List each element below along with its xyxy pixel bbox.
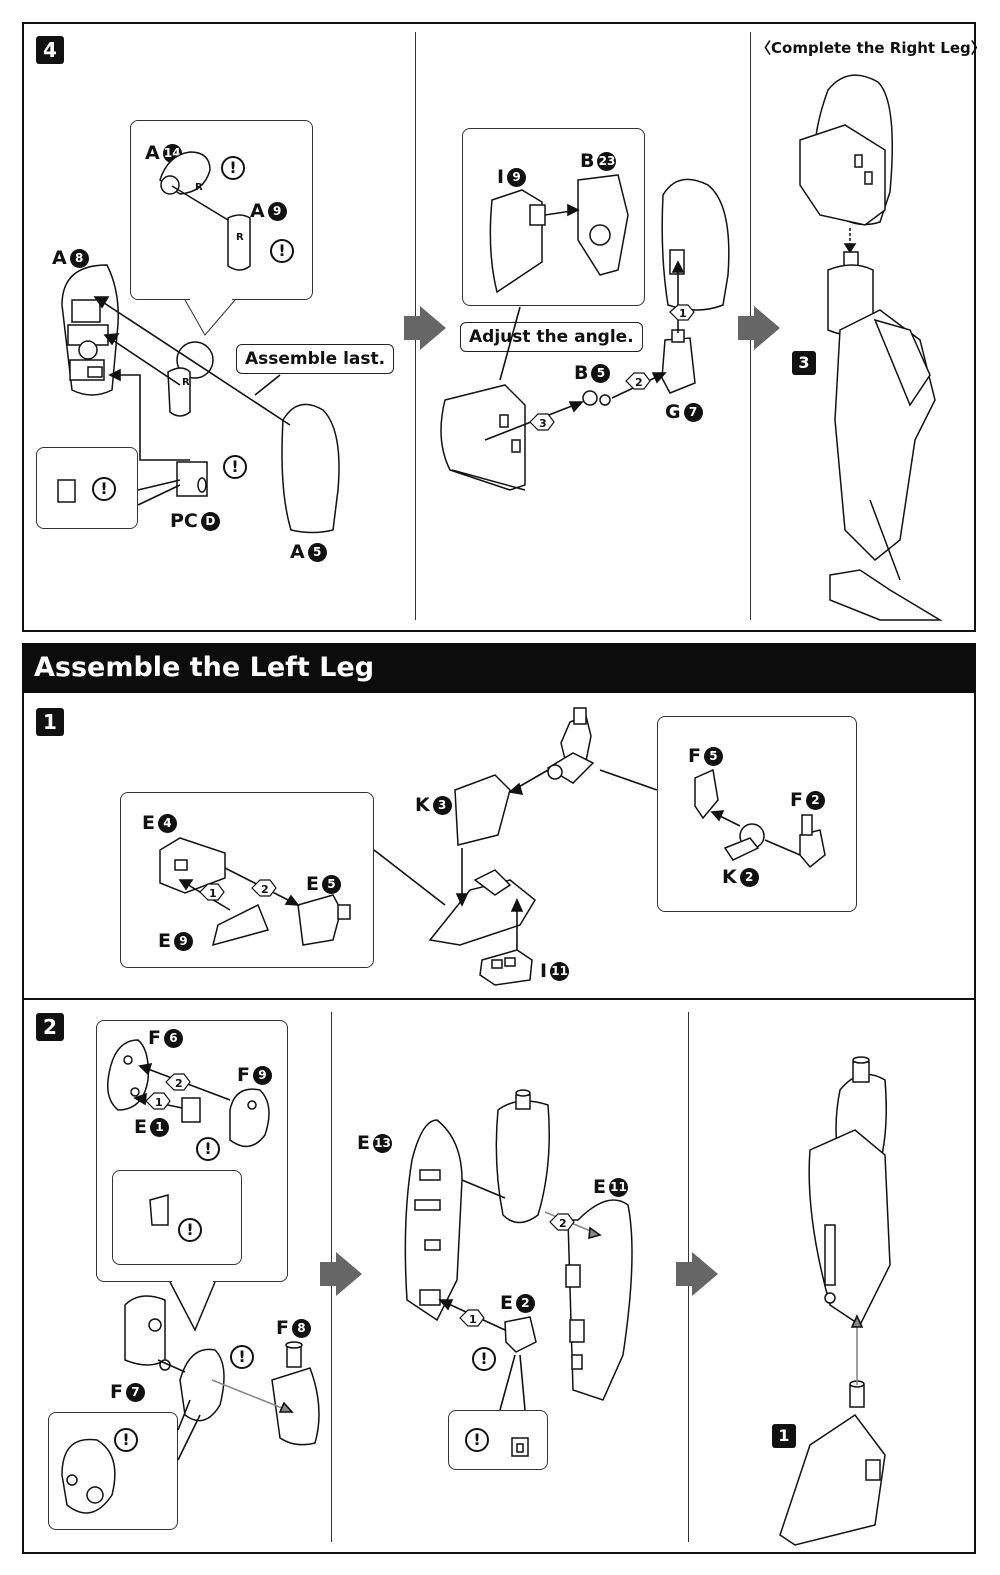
left-leg-banner: Assemble the Left Leg: [22, 643, 976, 693]
warning-icon-f7-joint: !: [230, 1345, 254, 1369]
svg-text:R: R: [195, 182, 203, 193]
left-step1-number: 1: [36, 708, 64, 736]
svg-text:1: 1: [155, 1096, 163, 1109]
warning-icon-e2: !: [472, 1347, 496, 1371]
svg-text:R: R: [236, 232, 244, 243]
warning-icon-e1-detail: !: [178, 1218, 202, 1242]
warning-icon-pcd-detail: !: [92, 477, 116, 501]
warning-icon-e1: !: [196, 1137, 220, 1161]
left-step1-drawings: 1 2: [159, 707, 826, 986]
svg-text:R: R: [182, 377, 190, 388]
svg-text:2: 2: [635, 376, 643, 389]
step4-next-arrows: [404, 306, 780, 350]
warning-icon-f7-detail: !: [114, 1428, 138, 1452]
step4-part1-drawings: R R R: [57, 151, 340, 534]
bubble-assemble-last: Assemble last.: [236, 344, 395, 374]
svg-text:2: 2: [261, 883, 269, 896]
right-leg-complete-drawing: [799, 74, 943, 621]
warning-icon-a14: !: [221, 156, 245, 180]
svg-text:2: 2: [559, 1217, 567, 1230]
svg-text:1: 1: [209, 887, 217, 900]
ref-step-3: 3: [792, 351, 816, 375]
callout-e1-detail: [112, 1170, 242, 1265]
svg-text:3: 3: [539, 417, 547, 430]
callout-pcd-detail: [36, 447, 138, 529]
left-step2-number: 2: [36, 1013, 64, 1041]
svg-text:1: 1: [679, 307, 687, 320]
warning-icon-e2-detail: !: [465, 1428, 489, 1452]
svg-text:2: 2: [175, 1077, 183, 1090]
warning-icon-a9: !: [270, 239, 294, 263]
complete-right-leg-caption: 〈Complete the Right Leg〉: [756, 39, 986, 57]
step4-part2-drawings: 1 2 3: [440, 174, 730, 491]
svg-text:1: 1: [469, 1313, 477, 1326]
callout-e2-part: [448, 1410, 548, 1470]
warning-icon-pcd: !: [223, 455, 247, 479]
step4-number: 4: [36, 36, 64, 64]
ref-step-1: 1: [772, 1424, 796, 1448]
bubble-adjust-angle: Adjust the angle.: [460, 322, 643, 352]
callout-tail: [184, 298, 236, 336]
